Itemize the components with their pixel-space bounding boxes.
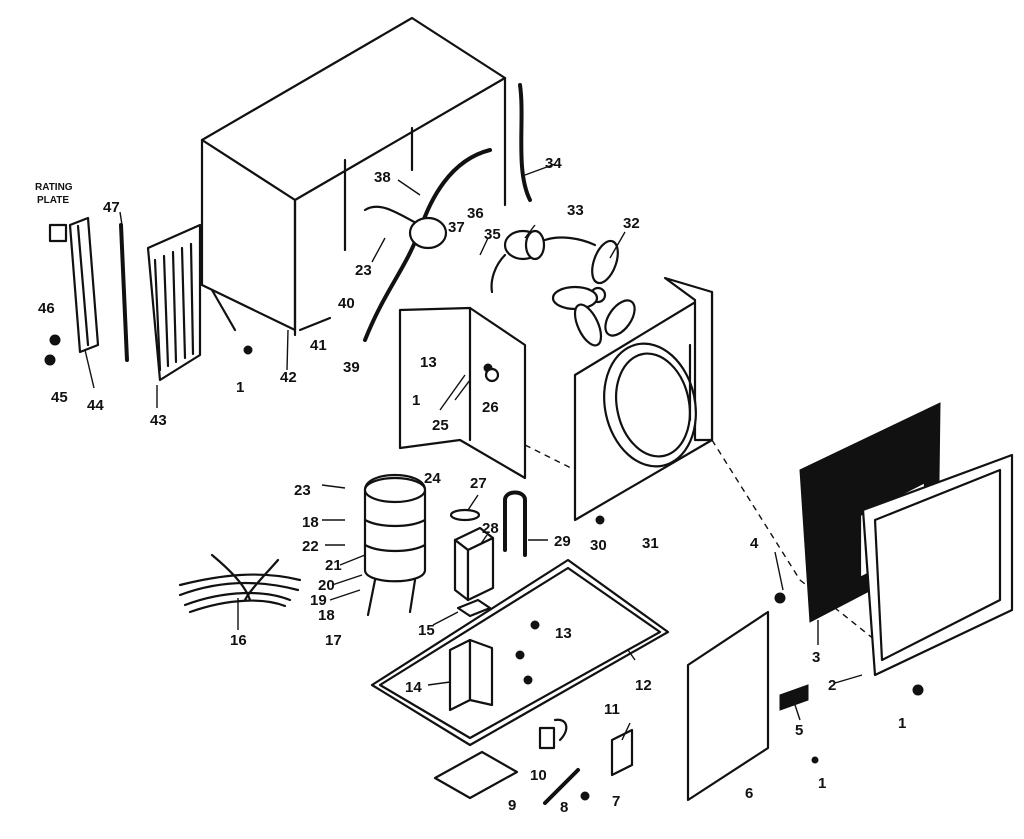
part-label: 7 [612, 793, 620, 810]
part-label: 30 [590, 537, 607, 554]
seal-strip-top [518, 83, 532, 202]
part-label: 46 [38, 300, 55, 317]
screw [912, 684, 924, 696]
wire-harness [178, 553, 302, 614]
fan-shroud [573, 276, 714, 522]
part-label: 42 [280, 369, 297, 386]
compressor-mount [448, 598, 494, 712]
screw [595, 515, 605, 525]
part-labels: 34 33 32 38 36 37 35 23 40 41 39 42 1 43… [38, 155, 906, 816]
part-label: 32 [623, 215, 640, 232]
fan-shroud-ring [408, 216, 448, 250]
capacitor [453, 526, 495, 602]
part-label: 17 [325, 632, 342, 649]
leader-lines [84, 163, 863, 741]
part-label: 13 [555, 625, 572, 642]
part-label: 1 [412, 392, 420, 409]
condenser-coil [146, 223, 202, 382]
part-label: 1 [818, 775, 826, 792]
screw [774, 592, 786, 604]
cabinet [200, 16, 507, 337]
part-label: 6 [745, 785, 753, 802]
part-label: 39 [343, 359, 360, 376]
rating-plate-label: RATING [35, 182, 73, 193]
part-label: 13 [420, 354, 437, 371]
part-label: 33 [567, 202, 584, 219]
control-plate [610, 728, 634, 777]
part-label: 18 [302, 514, 319, 531]
part-label: 38 [374, 169, 391, 186]
part-label: 20 [318, 577, 335, 594]
part-label: 35 [484, 226, 501, 243]
capacitor-strap [449, 508, 481, 522]
part-label: 27 [470, 475, 487, 492]
screw [811, 756, 819, 764]
rating-plate [48, 223, 68, 243]
part-label: 18 [318, 607, 335, 624]
part-label: 41 [310, 337, 327, 354]
capillary-tube [503, 490, 527, 557]
part-label: 43 [150, 412, 167, 429]
thermostat-bulb [543, 768, 580, 805]
screw [44, 354, 56, 366]
part-label: 24 [424, 470, 441, 487]
fan-blade [551, 239, 636, 347]
part-label: 47 [103, 199, 120, 216]
part-label: 16 [230, 632, 247, 649]
part-label: 36 [467, 205, 484, 222]
partition-panel [398, 306, 527, 480]
part-label: 29 [554, 533, 571, 550]
part-label: 4 [750, 535, 759, 552]
part-label: 23 [294, 482, 311, 499]
part-label: 28 [482, 520, 499, 537]
part-label: 1 [898, 715, 906, 732]
part-label: 2 [828, 677, 836, 694]
compressor [363, 473, 427, 617]
part-label: 22 [302, 538, 319, 555]
part-label: 26 [482, 399, 499, 416]
part-label: 1 [236, 379, 244, 396]
screw [580, 791, 590, 801]
part-label: 37 [448, 219, 465, 236]
seal-strip [119, 223, 129, 362]
screw [243, 345, 253, 355]
part-label: 19 [310, 592, 327, 609]
part-label: 40 [338, 295, 355, 312]
front-grille [861, 453, 1014, 677]
part-label: 12 [635, 677, 652, 694]
part-label: 31 [642, 535, 659, 552]
part-label: 15 [418, 622, 435, 639]
part-label: 8 [560, 799, 568, 816]
alignment-line [524, 444, 576, 471]
part-label: 10 [530, 767, 547, 784]
control-switch [538, 718, 568, 750]
front-panel [686, 610, 809, 802]
part-label: 14 [405, 679, 422, 696]
alignment-line [711, 439, 801, 581]
part-label: 3 [812, 649, 820, 666]
part-label: 21 [325, 557, 342, 574]
part-label: 9 [508, 797, 516, 814]
rating-plate-label: PLATE [37, 195, 69, 206]
coil-side-bracket [68, 216, 100, 354]
part-label: 45 [51, 389, 68, 406]
part-label: 34 [545, 155, 562, 172]
part-label: 11 [604, 701, 620, 718]
part-label: 25 [432, 417, 449, 434]
fan-motor [490, 229, 597, 294]
screw [49, 334, 61, 346]
tubing [363, 205, 422, 227]
base-pan [370, 558, 670, 747]
part-label: 44 [87, 397, 104, 414]
drain-tray [433, 750, 519, 800]
part-label: 5 [795, 722, 803, 739]
part-label: 23 [355, 262, 372, 279]
